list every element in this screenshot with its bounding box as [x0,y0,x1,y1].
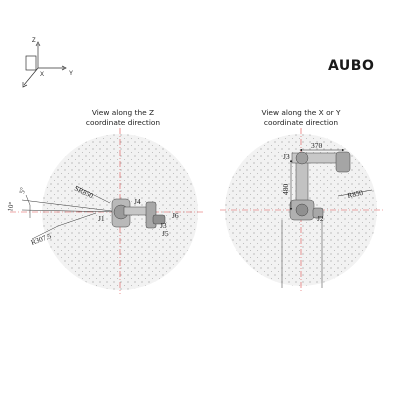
sr850-leader [75,185,111,204]
right-caption-line2: coordinate direction [263,118,339,127]
joint-j3-label-left: J3 [160,221,167,230]
left-workspace: SR850 5° 10° R307.5 J1 J4 J6 J3 J5 [6,128,205,294]
r307-leader-tail [31,225,59,240]
dim-480-label: 480 [281,184,290,196]
joint-j6-label: J6 [172,211,179,220]
right-caption-line1: View along the X or Y [261,108,341,117]
left-robot-top-view [111,198,166,229]
left-caption-line1: View along the Z [91,108,155,117]
axis-z-label: Z [32,38,36,44]
axis-y-label: Y [69,71,73,77]
robot-shoulder-joint [295,203,309,217]
robot-elbow-joint [295,151,309,165]
r850-label: R850 [347,189,364,200]
joint-j4-label: J4 [134,197,141,206]
angle-arc [25,194,31,218]
left-view-caption: View along the Z coordinate direction [58,108,188,128]
angle-line-upper [21,199,121,213]
left-caption-line2: coordinate direction [85,118,161,127]
angle-5-label: 5° [18,187,27,195]
robot-flange [152,214,166,225]
joint-j5-label: J5 [162,229,169,238]
r307-leader [57,212,97,227]
axis-x-label: X [40,72,44,78]
dim-370-label: 370 [311,141,323,150]
angle-line-lower [21,209,121,213]
right-robot-side-view [289,151,351,221]
coordinate-axes-icon [22,41,67,88]
joint-j3-label-right: J3 [283,152,290,161]
right-workspace: 370 480 R850 J3 J2 [220,128,385,292]
brand-logo-text: AUBO [328,58,375,74]
right-view-caption: View along the X or Y coordinate directi… [236,108,366,128]
joint-j2-label: J2 [317,214,324,223]
robot-wrist-side [335,151,351,173]
r850-leader [337,189,373,197]
angle-10-label: 10° [6,201,16,212]
joint-j1-label: J1 [98,214,105,223]
robot-shoulder-motor [312,207,324,219]
